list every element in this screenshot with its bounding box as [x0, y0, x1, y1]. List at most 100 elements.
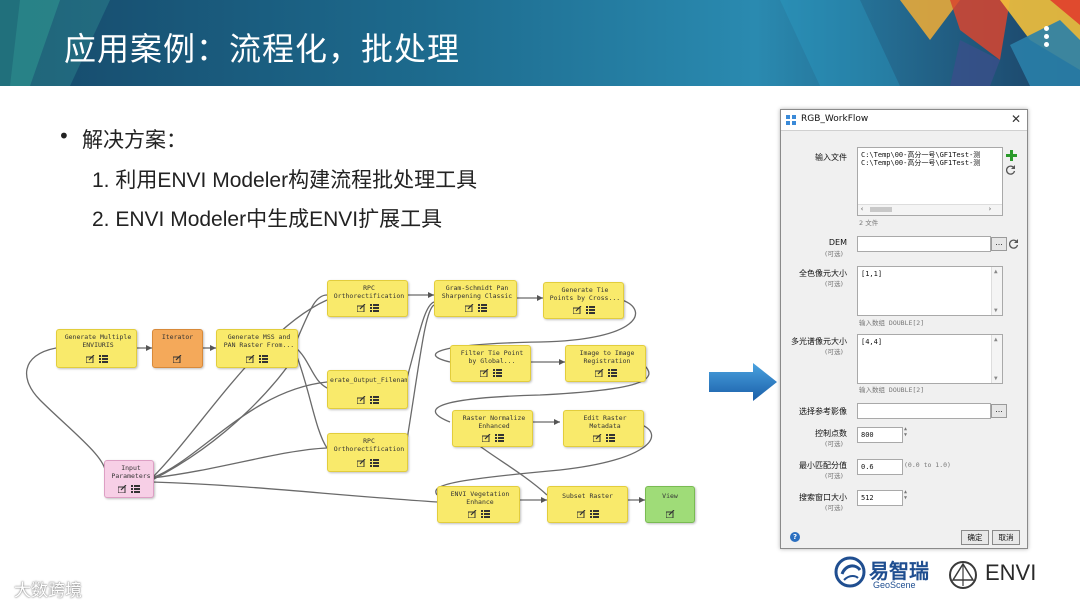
ms-pixel-field[interactable]: [4,4] ▲▼ [857, 334, 1003, 384]
node-input-parameters[interactable]: Input Parameters [104, 460, 154, 498]
more-icon[interactable] [1041, 26, 1053, 52]
ms-pixel-value[interactable]: [4,4] [861, 338, 882, 346]
list-icon[interactable] [370, 396, 379, 404]
edit-icon[interactable] [468, 510, 477, 518]
bullet-icon: • [58, 124, 70, 148]
node-generate-mss-pan[interactable]: Generate MSS and PAN Raster From... [216, 329, 298, 368]
node-label: Edit Raster Metadata [567, 415, 643, 430]
node-gram-schmidt[interactable]: Gram-Schmidt Pan Sharpening Classic [434, 280, 517, 317]
slide-header: 应用案例：流程化，批处理 [0, 0, 1080, 86]
dialog-title: RGB_WorkFlow [801, 114, 868, 124]
edit-icon[interactable] [246, 355, 255, 363]
list-icon[interactable] [606, 434, 615, 442]
node-view[interactable]: View [645, 486, 695, 523]
node-generate-multiple-enviuris[interactable]: Generate Multiple ENVIURIS [56, 329, 137, 368]
refresh-icon[interactable] [1009, 239, 1019, 249]
dem-browse-button[interactable]: ... [991, 237, 1007, 251]
pan-pixel-value[interactable]: [1,1] [861, 270, 882, 278]
node-label: ENVI Vegetation Enhance [441, 491, 519, 506]
node-raster-normalize[interactable]: Raster Normalize Enhanced [452, 410, 533, 447]
scroll-left-icon[interactable]: ‹ [860, 205, 864, 213]
list-icon[interactable] [99, 355, 108, 363]
node-iterator[interactable]: Iterator [152, 329, 203, 368]
dem-field[interactable] [857, 236, 991, 252]
search-window-field[interactable]: 512 [857, 490, 903, 506]
scroll-right-icon[interactable]: › [988, 205, 992, 213]
edit-icon[interactable] [465, 304, 474, 312]
list-icon[interactable] [370, 459, 379, 467]
list-icon[interactable] [370, 304, 379, 312]
node-label: View [646, 493, 694, 501]
node-image-registration[interactable]: Image to Image Registration [565, 345, 646, 382]
input-files-list[interactable]: C:\Temp\00-高分一号\GF1Test-测 C:\Temp\00-高分一… [857, 147, 1003, 216]
edit-icon[interactable] [577, 510, 586, 518]
ctrl-points-spinner[interactable]: ▲▼ [904, 426, 907, 438]
app-icon [786, 115, 796, 125]
rgb-workflow-dialog: RGB_WorkFlow ✕ 输入文件 C:\Temp\00-高分一号\GF1T… [780, 109, 1028, 549]
edit-icon[interactable] [666, 510, 675, 518]
help-icon[interactable]: ? [790, 532, 800, 542]
edit-icon[interactable] [480, 369, 489, 377]
list-icon[interactable] [495, 434, 504, 442]
node-subset-raster[interactable]: Subset Raster [547, 486, 628, 523]
file-count: 2 文件 [859, 217, 878, 227]
list-icon[interactable] [586, 306, 595, 314]
pan-pixel-field[interactable]: [1,1] ▲▼ [857, 266, 1003, 316]
edit-icon[interactable] [118, 485, 127, 493]
search-window-value[interactable]: 512 [861, 494, 874, 502]
node-filter-tie-point[interactable]: Filter Tie Point by Global... [450, 345, 531, 382]
list-icon[interactable] [590, 510, 599, 518]
node-label: Generate MSS and PAN Raster From... [221, 334, 297, 349]
cancel-button[interactable]: 取消 [992, 530, 1020, 545]
edit-icon[interactable] [86, 355, 95, 363]
min-match-range: (0.0 to 1.0) [904, 461, 951, 469]
ref-image-field[interactable] [857, 403, 991, 419]
list-icon[interactable] [481, 510, 490, 518]
node-rpc-ortho-bottom[interactable]: RPC Orthorectification [327, 433, 408, 472]
node-label: Iterator [153, 334, 202, 342]
edit-icon[interactable] [482, 434, 491, 442]
node-envi-vegetation[interactable]: ENVI Vegetation Enhance [437, 486, 520, 523]
edit-icon[interactable] [573, 306, 582, 314]
right-arrow-icon [709, 363, 777, 401]
node-rpc-ortho-top[interactable]: RPC Orthorectification [327, 280, 408, 317]
list-icon[interactable] [259, 355, 268, 363]
list-icon[interactable] [493, 369, 502, 377]
dialog-titlebar: RGB_WorkFlow ✕ [781, 110, 1027, 131]
close-icon[interactable]: ✕ [1011, 112, 1021, 126]
ms-pixel-optional: (可选) [783, 346, 843, 356]
horizontal-scrollbar[interactable]: ‹ › [858, 204, 1002, 215]
ctrl-points-field[interactable]: 800 [857, 427, 903, 443]
edit-icon[interactable] [357, 396, 366, 404]
node-label: Input Parameters [108, 465, 154, 480]
ref-image-browse-button[interactable]: ... [991, 404, 1007, 418]
add-icon[interactable] [1006, 150, 1017, 161]
edit-icon[interactable] [593, 434, 602, 442]
node-label: Image to Image Registration [569, 350, 645, 365]
edit-icon[interactable] [357, 459, 366, 467]
list-icon[interactable] [131, 485, 140, 493]
edit-icon[interactable] [173, 355, 182, 363]
node-generate-output-filename[interactable]: erate_Output_Filename [327, 370, 408, 409]
ctrl-points-value[interactable]: 800 [861, 431, 874, 439]
ctrl-points-optional: (可选) [783, 438, 843, 448]
node-label: RPC Orthorectification [331, 438, 407, 453]
scroll-thumb[interactable] [870, 207, 892, 212]
refresh-icon[interactable] [1006, 165, 1016, 175]
input-file-item[interactable]: C:\Temp\00-高分一号\GF1Test-测 [861, 158, 980, 168]
solution-item-2: 2. ENVI Modeler中生成ENVI扩展工具 [92, 203, 442, 233]
min-match-value[interactable]: 0.6 [861, 463, 874, 471]
node-edit-raster-metadata[interactable]: Edit Raster Metadata [563, 410, 644, 447]
vertical-scrollbar[interactable]: ▲▼ [991, 335, 1002, 383]
geoscene-logo-subtext: GeoScene [873, 580, 916, 590]
min-match-field[interactable]: 0.6 [857, 459, 903, 475]
vertical-scrollbar[interactable]: ▲▼ [991, 267, 1002, 315]
ok-button[interactable]: 确定 [961, 530, 989, 545]
list-icon[interactable] [608, 369, 617, 377]
list-icon[interactable] [478, 304, 487, 312]
search-window-spinner[interactable]: ▲▼ [904, 489, 907, 501]
node-generate-tie-points[interactable]: Generate Tie Points by Cross... [543, 282, 624, 319]
node-label: Subset Raster [548, 493, 627, 501]
edit-icon[interactable] [595, 369, 604, 377]
edit-icon[interactable] [357, 304, 366, 312]
